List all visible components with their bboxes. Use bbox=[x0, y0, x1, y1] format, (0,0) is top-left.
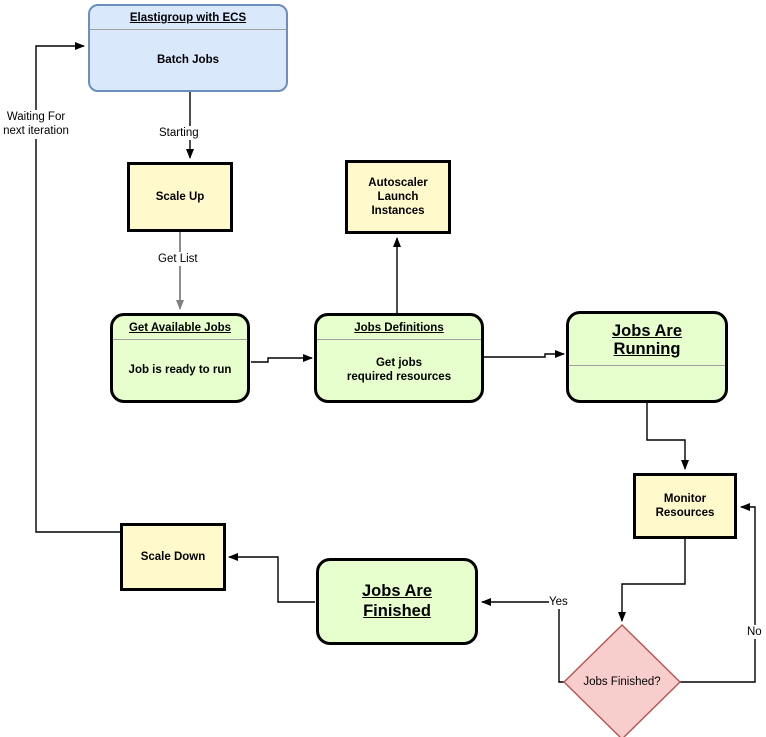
edge-monitor-to-decision bbox=[618, 539, 686, 622]
diamond-shape bbox=[563, 624, 681, 737]
waiting-line-2: next iteration bbox=[3, 125, 69, 138]
node-autoscaler-launch-instances[interactable]: Autoscaler Launch Instances bbox=[345, 160, 451, 234]
elastigroup-body: Batch Jobs bbox=[157, 53, 219, 66]
autoscaler-line-3: Instances bbox=[371, 205, 425, 217]
get-available-jobs-title: Get Available Jobs bbox=[113, 316, 247, 340]
get-available-jobs-body: Job is ready to run bbox=[128, 363, 232, 376]
edge-label-no: No bbox=[747, 625, 762, 640]
scale-down-label: Scale Down bbox=[140, 550, 206, 563]
node-jobs-are-finished[interactable]: Jobs Are Finished bbox=[316, 558, 478, 645]
jobs-definitions-body-line-2: required resources bbox=[346, 371, 452, 383]
edge-jobsdefs-to-jobsrunning bbox=[484, 350, 565, 358]
autoscaler-line-2: Launch bbox=[377, 190, 419, 203]
scale-up-label: Scale Up bbox=[155, 190, 205, 203]
node-monitor-resources[interactable]: Monitor Resources bbox=[633, 473, 737, 539]
edge-label-waiting-for-next-iteration: Waiting For next iteration bbox=[2, 110, 70, 139]
edge-jobsfinished-to-scaledown bbox=[228, 553, 315, 603]
node-scale-down[interactable]: Scale Down bbox=[120, 523, 226, 591]
jobs-are-finished-line-2: Finished bbox=[363, 601, 431, 620]
jobs-definitions-title: Jobs Definitions bbox=[317, 316, 481, 340]
elastigroup-title: Elastigroup with ECS bbox=[90, 6, 286, 30]
jobs-are-finished-line-1: Jobs Are bbox=[362, 581, 432, 600]
edge-label-starting: Starting bbox=[159, 126, 199, 141]
node-jobs-are-running[interactable]: Jobs Are Running bbox=[566, 311, 728, 403]
monitor-resources-line-2: Resources bbox=[655, 507, 715, 519]
jobs-are-running-body bbox=[569, 366, 725, 400]
edge-label-get-list: Get List bbox=[158, 252, 198, 267]
node-get-available-jobs[interactable]: Get Available Jobs Job is ready to run bbox=[110, 313, 250, 403]
jobs-definitions-body: Get jobs required resources bbox=[317, 340, 481, 400]
node-jobs-definitions[interactable]: Jobs Definitions Get jobs required resou… bbox=[314, 313, 484, 403]
jobs-are-running-title: Jobs Are Running bbox=[569, 314, 725, 366]
jobs-finished-decision-label: Jobs Finished? bbox=[583, 676, 661, 688]
jobs-are-running-line-1: Jobs Are bbox=[612, 322, 682, 340]
jobs-are-running-line-2: Running bbox=[613, 340, 681, 359]
node-elastigroup-with-ecs[interactable]: Elastigroup with ECS Batch Jobs bbox=[88, 4, 288, 92]
edge-getjobs-to-jobsdefs bbox=[251, 354, 313, 363]
autoscaler-line-1: Autoscaler bbox=[368, 176, 428, 189]
monitor-resources-line-1: Monitor bbox=[663, 492, 707, 505]
jobs-definitions-body-line-1: Get jobs bbox=[375, 356, 422, 369]
waiting-line-1: Waiting For bbox=[6, 111, 66, 123]
edge-jobsrunning-to-monitor bbox=[646, 403, 689, 470]
edge-label-yes: Yes bbox=[549, 595, 568, 610]
node-scale-up[interactable]: Scale Up bbox=[127, 162, 233, 232]
node-jobs-finished-decision[interactable]: Jobs Finished? bbox=[556, 617, 688, 737]
